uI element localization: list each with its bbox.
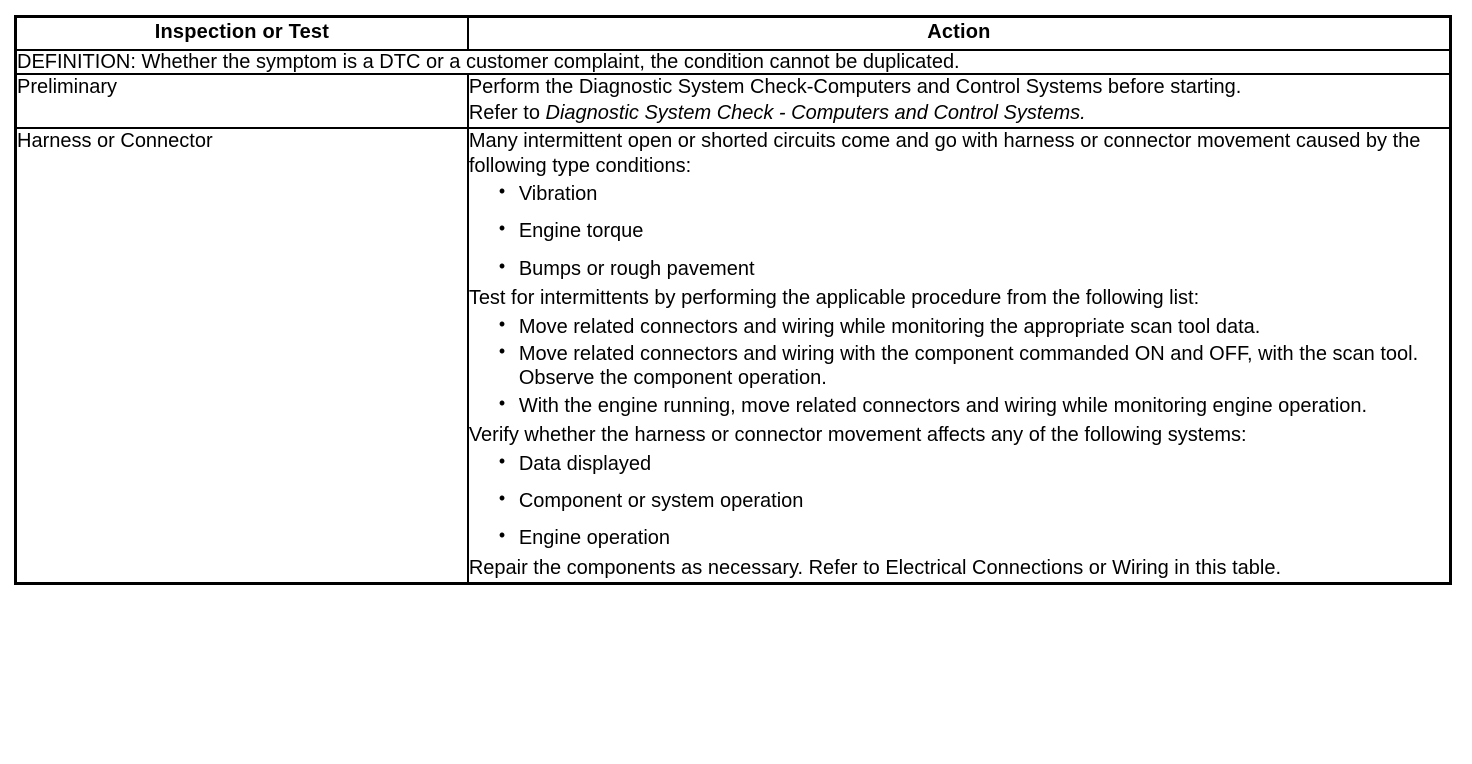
test-steps-list: Move related connectors and wiring while… (469, 314, 1449, 419)
referenced-procedure-title: Diagnostic System Check - Computers and … (545, 101, 1086, 124)
list-item: Data displayed (499, 451, 1449, 476)
row-label-preliminary: Preliminary (14, 72, 469, 130)
row-action-harness-or-connector: Many intermittent open or shorted circui… (466, 127, 1452, 585)
conditions-list: Vibration Engine torque Bumps or rough p… (469, 181, 1449, 281)
verify-item-text: Data displayed (518, 452, 652, 475)
column-header-inspection-or-test: Inspection or Test (14, 15, 469, 51)
condition-label: Engine torque (518, 220, 644, 243)
list-item: With the engine running, move related co… (499, 393, 1449, 418)
verify-items-list: Data displayed Component or system opera… (469, 451, 1449, 551)
table-header-row: Inspection or Test Action (14, 15, 1452, 51)
row-label-harness-or-connector: Harness or Connector (14, 127, 469, 585)
diagnostic-table: Inspection or Test Action DEFINITION: Wh… (14, 15, 1452, 586)
list-item: Vibration (499, 181, 1449, 206)
closing-paragraph: Repair the components as necessary. Refe… (468, 556, 1282, 579)
table-row-preliminary: Preliminary Perform the Diagnostic Syste… (14, 72, 1452, 130)
test-intro-paragraph: Test for intermittents by performing the… (468, 287, 1200, 310)
list-item: Engine operation (499, 525, 1449, 550)
list-item: Component or system operation (499, 488, 1449, 513)
test-step-text: Move related connectors and wiring while… (518, 315, 1261, 338)
harness-intro-paragraph: Many intermittent open or shorted circui… (468, 130, 1421, 177)
table-row-harness-or-connector: Harness or Connector Many intermittent o… (14, 127, 1452, 585)
list-item: Move related connectors and wiring with … (499, 341, 1449, 391)
column-header-action: Action (466, 15, 1452, 51)
list-item: Bumps or rough pavement (499, 256, 1449, 281)
verify-item-text: Component or system operation (518, 489, 804, 512)
verify-intro-paragraph: Verify whether the harness or connector … (468, 424, 1247, 447)
preliminary-action-line-2: Refer to Diagnostic System Check - Compu… (469, 101, 1449, 125)
preliminary-action-line-1: Perform the Diagnostic System Check-Comp… (468, 75, 1242, 98)
test-step-text: Move related connectors and wiring with … (518, 343, 1419, 390)
row-action-preliminary: Perform the Diagnostic System Check-Comp… (466, 72, 1452, 130)
condition-label: Vibration (518, 183, 598, 206)
definition-row: DEFINITION: Whether the symptom is a DTC… (14, 48, 1452, 75)
refer-to-prefix: Refer to (468, 101, 546, 124)
definition-text: DEFINITION: Whether the symptom is a DTC… (14, 48, 1452, 75)
condition-label: Bumps or rough pavement (518, 257, 755, 280)
test-step-text: With the engine running, move related co… (518, 394, 1368, 417)
verify-item-text: Engine operation (518, 527, 671, 550)
list-item: Move related connectors and wiring while… (499, 314, 1449, 339)
list-item: Engine torque (499, 218, 1449, 243)
